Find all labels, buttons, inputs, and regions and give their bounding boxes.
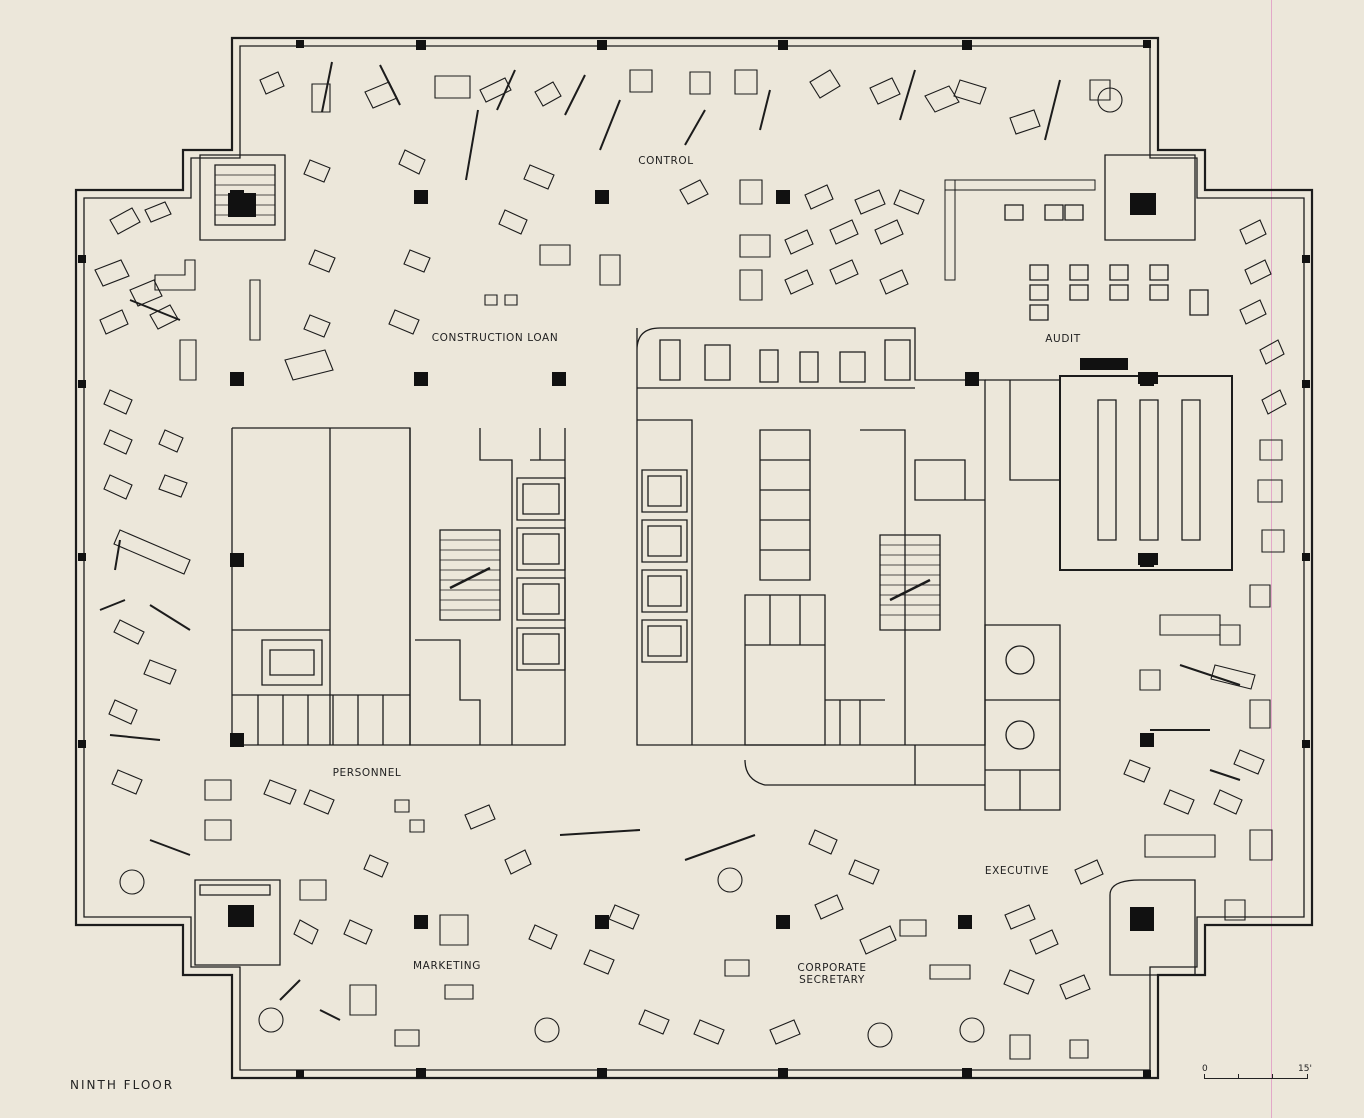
stair-west	[439, 529, 501, 621]
room-label-control: CONTROL	[638, 155, 694, 167]
stair-east	[879, 534, 941, 631]
scale-tick	[1204, 1074, 1205, 1079]
elevator-bank-east	[641, 469, 688, 663]
scale-tick	[1238, 1074, 1239, 1079]
stair-tower-se	[1109, 879, 1196, 976]
room-label-corporate: CORPORATE	[797, 962, 867, 974]
stair-tower-ne	[1104, 154, 1196, 241]
scale-tick	[1272, 1074, 1273, 1079]
room-label-executive: EXECUTIVE	[984, 865, 1050, 877]
room-label-secretary: SECRETARY	[799, 974, 865, 986]
scale-bar: 0 15'	[1202, 1064, 1312, 1094]
room-label-personnel: PERSONNEL	[332, 767, 402, 779]
stair-tower-sw	[194, 879, 281, 966]
elevator-bank-west	[516, 477, 566, 671]
margin-line	[1271, 0, 1272, 1118]
scale-line	[1204, 1078, 1308, 1079]
scale-start-label: 0	[1202, 1064, 1208, 1074]
exterior-wall-inner	[83, 45, 1305, 1071]
room-label-marketing: MARKETING	[413, 960, 481, 972]
core-central-wall	[636, 327, 986, 746]
exterior-wall-outer	[74, 36, 1314, 1080]
scale-end-label: 15'	[1298, 1064, 1312, 1074]
room-label-construction-loan: CONSTRUCTION LOAN	[431, 332, 559, 344]
drawing-title: NINTH FLOOR	[70, 1078, 175, 1092]
scale-tick	[1307, 1074, 1308, 1079]
board-room	[1059, 375, 1233, 571]
room-label-audit: AUDIT	[1045, 333, 1081, 345]
